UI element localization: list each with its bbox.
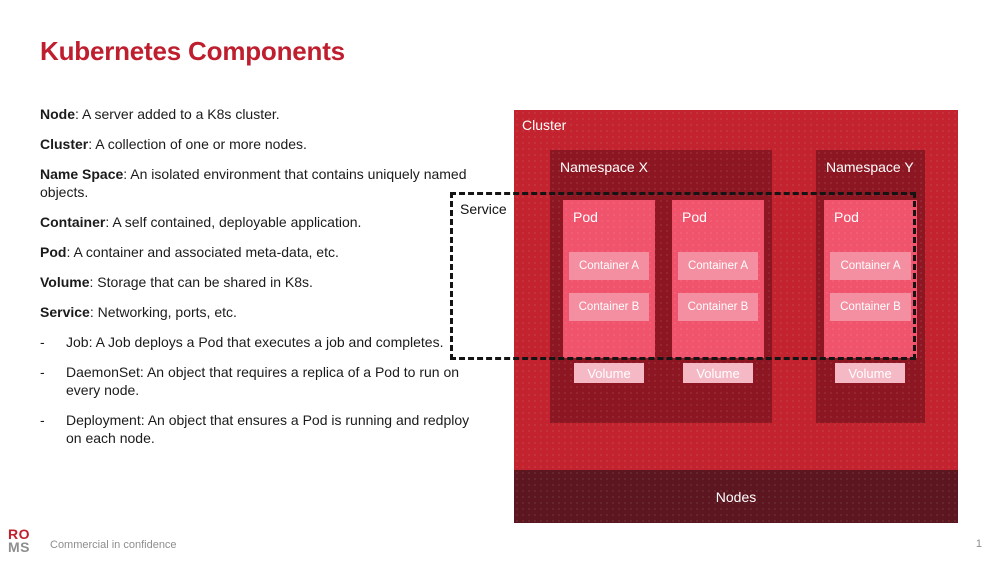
volume-box: Volume: [683, 363, 753, 383]
bullet-text: Deployment: An object that ensures a Pod…: [66, 412, 470, 446]
pod-box: Pod Container A Container B: [563, 200, 655, 358]
logo-line-2: MS: [8, 539, 30, 555]
container-a-box: Container A: [678, 252, 758, 280]
container-a-box: Container A: [569, 252, 649, 280]
page-number: 1: [975, 538, 982, 550]
definition-term: Service: [40, 304, 90, 320]
volume-box: Volume: [574, 363, 644, 383]
definition-service: Service: Networking, ports, etc.: [40, 303, 510, 321]
bullet-marker: -: [40, 412, 45, 428]
definition-term: Container: [40, 214, 106, 230]
pod-label: Pod: [834, 209, 859, 225]
definition-term: Pod: [40, 244, 67, 260]
definition-pod: Pod: A container and associated meta-dat…: [40, 243, 510, 261]
definition-term: Cluster: [40, 136, 89, 152]
definition-cluster: Cluster: A collection of one or more nod…: [40, 135, 510, 153]
bullet-text: Job: A Job deploys a Pod that executes a…: [66, 334, 444, 350]
bullet-marker: -: [40, 334, 45, 350]
service-label: Service: [460, 201, 507, 217]
page-title: Kubernetes Components: [40, 36, 345, 66]
definition-term: Name Space: [40, 166, 124, 182]
cluster-box: Cluster Namespace X Pod Container A Cont…: [514, 110, 958, 523]
namespace-y-label: Namespace Y: [826, 159, 914, 175]
nodes-band: Nodes: [514, 470, 958, 523]
definition-node: Node: A server added to a K8s cluster.: [40, 105, 510, 123]
namespace-y-box: Namespace Y Pod Container A Container B …: [816, 150, 925, 423]
container-b-box: Container B: [678, 293, 758, 321]
definition-text: : An isolated environment that contains …: [40, 166, 467, 200]
definition-text: : A server added to a K8s cluster.: [75, 106, 280, 122]
service-dashed-box: Service: [450, 192, 916, 360]
bullet-job: - Job: A Job deploys a Pod that executes …: [40, 333, 510, 351]
bullet-text: DaemonSet: An object that requires a rep…: [66, 364, 460, 398]
volume-box: Volume: [835, 363, 905, 383]
container-a-box: Container A: [830, 252, 911, 280]
roms-logo: RO MS: [8, 526, 30, 555]
definition-namespace: Name Space: An isolated environment that…: [40, 165, 510, 201]
container-b-box: Container B: [569, 293, 649, 321]
bullet-deployment: - Deployment: An object that ensures a Po…: [40, 411, 510, 447]
definitions-panel: Node: A server added to a K8s cluster. C…: [40, 105, 510, 459]
bullet-marker: -: [40, 364, 45, 380]
definition-volume: Volume: Storage that can be shared in K8…: [40, 273, 510, 291]
namespace-x-label: Namespace X: [560, 159, 648, 175]
definition-text: : Storage that can be shared in K8s.: [89, 274, 313, 290]
container-b-box: Container B: [830, 293, 911, 321]
pod-box: Pod Container A Container B: [824, 200, 917, 358]
definition-text: : A collection of one or more nodes.: [88, 136, 307, 152]
definition-text: : Networking, ports, etc.: [89, 304, 237, 320]
cluster-label: Cluster: [522, 117, 567, 133]
bullet-daemonset: - DaemonSet: An object that requires a re…: [40, 363, 510, 399]
definition-term: Volume: [40, 274, 90, 290]
confidentiality-note: Commercial in confidence: [50, 539, 177, 551]
pod-box: Pod Container A Container B: [672, 200, 764, 358]
definition-text: : A container and associated meta-data, …: [66, 244, 339, 260]
pod-label: Pod: [573, 209, 598, 225]
pod-label: Pod: [682, 209, 707, 225]
logo-line-1: RO: [8, 526, 30, 542]
namespace-x-box: Namespace X Pod Container A Container B …: [550, 150, 772, 423]
definition-text: : A self contained, deployable applicati…: [105, 214, 362, 230]
definition-container: Container: A self contained, deployable …: [40, 213, 510, 231]
definition-term: Node: [40, 106, 75, 122]
